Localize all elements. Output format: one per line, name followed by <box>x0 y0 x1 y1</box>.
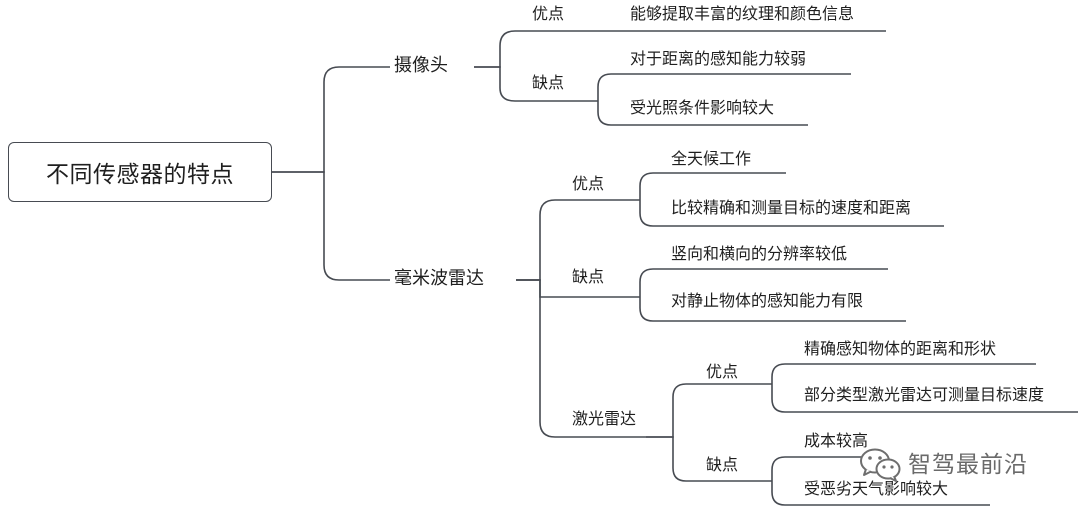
lidar-pros-item-1: 精确感知物体的距离和形状 <box>804 339 997 358</box>
edge-lidar-pros-item2 <box>771 384 798 413</box>
lidar-pros-item-2: 部分类型激光雷达可测量目标速度 <box>804 385 1045 404</box>
edge-camera-cons-item1 <box>597 73 625 101</box>
edge-radar-lidar <box>516 279 568 438</box>
edge-root-camera <box>272 66 390 173</box>
radar-cons-item-2: 对静止物体的感知能力有限 <box>671 291 864 310</box>
radar-cons-item-1: 竖向和横向的分辨率较低 <box>671 244 848 263</box>
camera-pros-item-1: 能够提取丰富的纹理和颜色信息 <box>630 4 855 23</box>
lidar-label: 激光雷达 <box>572 409 637 428</box>
lidar-cons-label: 缺点 <box>706 455 739 474</box>
lidar-cons-item-1: 成本较高 <box>804 431 869 450</box>
lidar-pros-label: 优点 <box>706 362 739 381</box>
camera-cons-label: 缺点 <box>532 73 565 92</box>
root-node: 不同传感器的特点 <box>8 142 272 202</box>
branch-radar-label: 毫米波雷达 <box>394 268 484 289</box>
edge-lidar-cons-item2 <box>771 481 798 506</box>
edge-camera-pros <box>474 30 598 68</box>
edge-lidar-cons <box>646 436 700 482</box>
edge-camera-cons <box>474 66 530 102</box>
edge-radar-pros-item1 <box>639 172 666 200</box>
lidar-cons-item-2: 受恶劣天气影响较大 <box>804 479 949 498</box>
edge-radar-cons <box>516 279 568 298</box>
radar-pros-item-2: 比较精确和测量目标的速度和距离 <box>671 198 912 217</box>
wechat-icon <box>860 448 901 482</box>
camera-cons-item-2: 受光照条件影响较大 <box>630 98 775 117</box>
radar-pros-label: 优点 <box>572 174 605 193</box>
watermark: 智驾最前沿 <box>858 447 1028 483</box>
edge-lidar-cons-item1 <box>771 456 798 481</box>
camera-cons-item-1: 对于距离的感知能力较弱 <box>630 49 807 68</box>
camera-pros-label: 优点 <box>532 4 565 23</box>
edge-root-radar <box>272 171 390 281</box>
edge-camera-cons-item2 <box>597 101 625 126</box>
radar-cons-label: 缺点 <box>572 267 605 286</box>
watermark-text: 智驾最前沿 <box>908 451 1028 478</box>
edge-radar-pros <box>516 199 568 281</box>
edge-lidar-pros-item1 <box>771 363 798 384</box>
edge-radar-cons-item1 <box>639 268 666 297</box>
branch-camera-label: 摄像头 <box>394 55 448 76</box>
edge-radar-cons-item2 <box>639 297 666 322</box>
radar-pros-item-1: 全天候工作 <box>671 149 752 168</box>
edge-lidar-pros <box>646 383 700 438</box>
root-label: 不同传感器的特点 <box>46 162 234 188</box>
edge-radar-pros-item2 <box>639 200 666 227</box>
